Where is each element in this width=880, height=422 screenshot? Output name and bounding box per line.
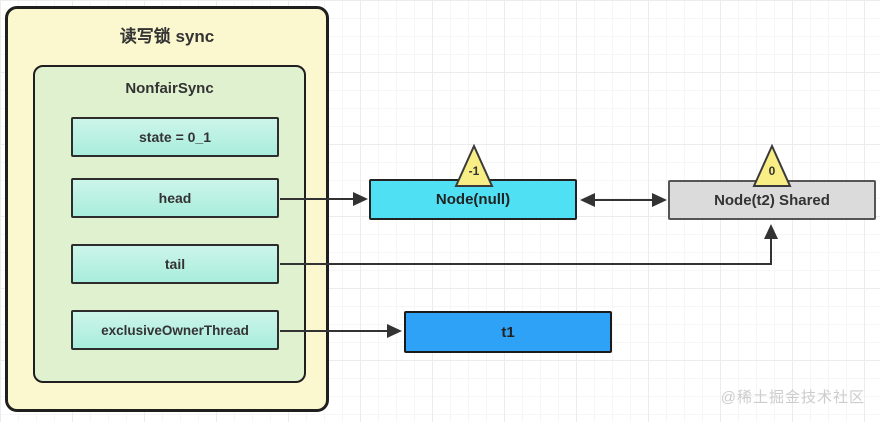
field-state: state = 0_1 (71, 117, 279, 157)
waitstatus-badge-node-t2: 0 (752, 143, 792, 188)
waitstatus-value: -1 (468, 164, 480, 178)
waitstatus-value: 0 (768, 164, 776, 178)
triangle-icon (454, 143, 494, 187)
thread-t1-box: t1 (404, 311, 612, 353)
arrow-tail-to-node-t2 (280, 237, 772, 265)
field-exclusive-owner-thread: exclusiveOwnerThread (71, 310, 279, 350)
triangle-icon (752, 143, 792, 187)
field-tail: tail (71, 244, 279, 284)
waitstatus-badge-node-null: -1 (454, 143, 494, 188)
sync-title: 读写锁 sync (119, 27, 215, 46)
watermark: @稀土掘金技术社区 (720, 389, 865, 406)
nonfairsync-title: NonfairSync (125, 80, 214, 97)
field-head: head (71, 178, 279, 218)
